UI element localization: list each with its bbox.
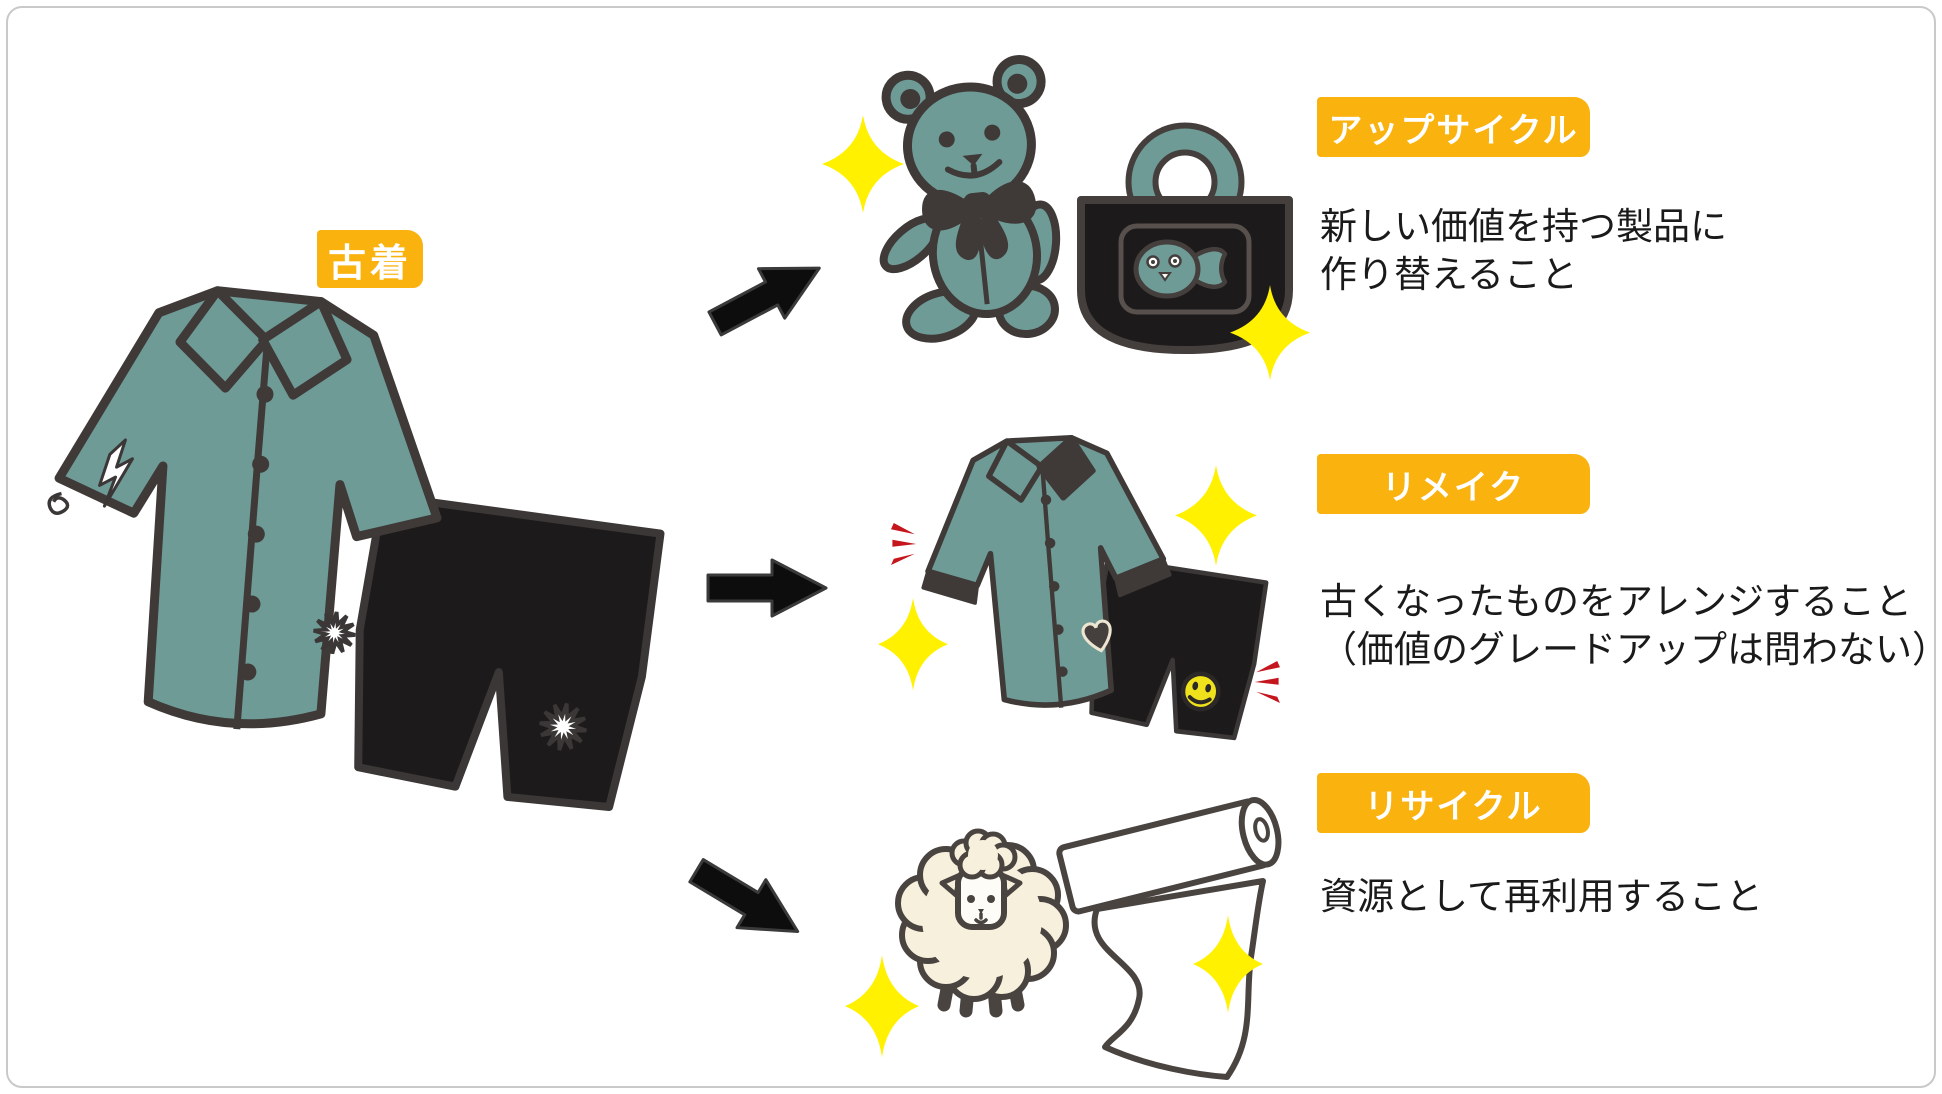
arrow-remake-icon	[706, 558, 828, 618]
recycle-description: 資源として再利用すること	[1320, 873, 1763, 921]
teddy-bear-icon	[879, 55, 1061, 343]
upcycle-description: 新しい価値を持つ製品に 作り替えること	[1320, 203, 1727, 299]
sparkle-icon	[878, 598, 948, 691]
upcycle-description-line1: 新しい価値を持つ製品に	[1320, 206, 1727, 247]
heart-patch-icon	[1081, 619, 1112, 653]
emphasis-marks-icon	[1254, 661, 1280, 703]
old-shirt-icon	[28, 276, 458, 748]
recycle-illustration	[845, 797, 1282, 1080]
old-clothes-illustration	[40, 290, 660, 810]
tear-icon	[98, 438, 135, 508]
sparkle-icon	[1175, 465, 1257, 566]
recycle-description-line1: 資源として再利用すること	[1320, 876, 1763, 917]
source-label: 古着	[317, 230, 423, 288]
sheep-icon	[895, 828, 1069, 1018]
remake-description: 古くなったものをアレンジすること （価値のグレードアップは問わない）	[1320, 578, 1942, 674]
remade-shirt-icon	[916, 433, 1177, 715]
recycle-label: リサイクル	[1317, 773, 1590, 833]
remake-description-line1: 古くなったものをアレンジすること	[1320, 581, 1912, 622]
old-shorts-icon	[338, 490, 665, 815]
fish-icon	[1133, 239, 1228, 299]
upcycle-description-line2: 作り替えること	[1320, 254, 1578, 295]
loose-thread-icon	[47, 491, 70, 515]
remake-description-line2: （価値のグレードアップは問わない）	[1320, 629, 1942, 670]
smiley-patch-icon	[1180, 671, 1221, 712]
sparkle-icon	[822, 115, 904, 213]
arrow-recycle-icon	[680, 845, 814, 957]
upcycle-label: アップサイクル	[1317, 97, 1590, 157]
fabric-roll-icon	[1056, 797, 1282, 1080]
remade-shorts-icon	[1080, 555, 1269, 743]
emphasis-marks-icon	[891, 523, 917, 565]
remake-label: リメイク	[1317, 454, 1590, 514]
remake-illustration	[878, 430, 1280, 760]
upcycle-illustration	[822, 55, 1310, 381]
tote-bag-icon	[1077, 122, 1293, 354]
bow-icon	[922, 181, 1037, 260]
sparkle-icon	[845, 955, 919, 1058]
